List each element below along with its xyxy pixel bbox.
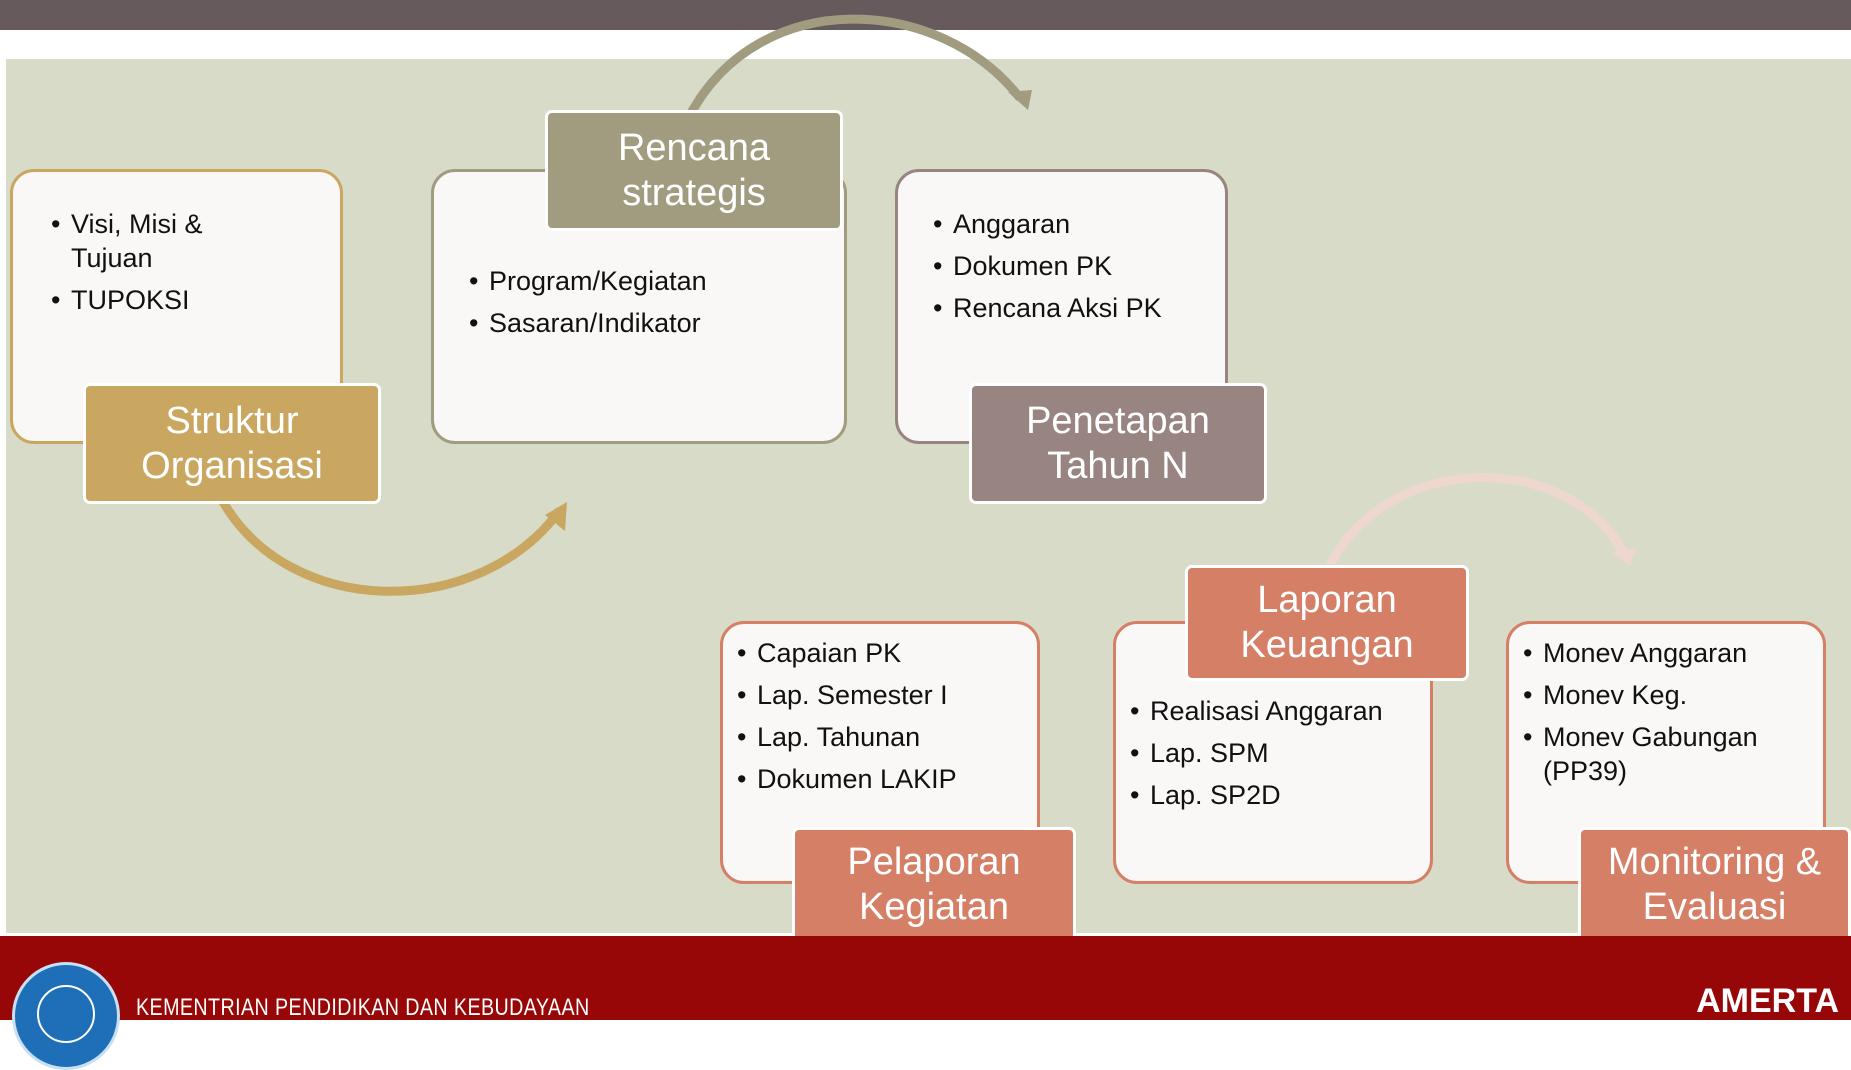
ministry-name: KEMENTRIAN PENDIDIKAN DAN KEBUDAYAAN xyxy=(136,994,590,1021)
step-label-pelaporan-kegiatan: Pelaporan Kegiatan xyxy=(792,827,1076,943)
bullet-item: Visi, Misi & Tujuan xyxy=(51,207,291,275)
top-bar xyxy=(0,0,1851,30)
bullet-item: Capaian PK xyxy=(737,636,1037,670)
step-label-struktur-organisasi: Struktur Organisasi xyxy=(83,383,381,504)
brand-logo-text: AMERTA xyxy=(1696,982,1839,1020)
bullet-item: TUPOKSI xyxy=(51,283,291,317)
arrow-1-to-2-head xyxy=(545,502,567,531)
step-label-laporan-keuangan: Laporan Keuangan xyxy=(1185,565,1469,681)
bullet-item: Rencana Aksi PK xyxy=(933,291,1213,325)
arrow-1-to-2 xyxy=(218,497,564,596)
bullet-item: Monev Gabungan (PP39) xyxy=(1523,720,1823,788)
arrow-5-to-6-head xyxy=(1612,548,1636,566)
bullet-item: Monev Keg. xyxy=(1523,678,1823,712)
bullet-item: Monev Anggaran xyxy=(1523,636,1823,670)
step-label-rencana-strategis: Rencana strategis xyxy=(545,110,843,231)
ministry-seal-icon xyxy=(12,962,120,1070)
arrow-5-to-6 xyxy=(1326,473,1629,568)
bullet-item: Dokumen LAKIP xyxy=(737,762,1037,796)
arrow-2-to-3 xyxy=(686,14,1024,118)
step-card-penetapan-tahun-n: Anggaran Dokumen PK Rencana Aksi PK xyxy=(895,169,1228,444)
bullet-item: Lap. SP2D xyxy=(1130,778,1420,812)
bullet-item: Lap. Semester I xyxy=(737,678,1037,712)
bullet-item: Lap. SPM xyxy=(1130,736,1420,770)
step-label-monitoring-evaluasi: Monitoring & Evaluasi xyxy=(1578,827,1851,943)
bullet-item: Program/Kegiatan xyxy=(469,264,829,298)
step-label-penetapan-tahun-n: Penetapan Tahun N xyxy=(969,383,1267,504)
bullet-item: Dokumen PK xyxy=(933,249,1213,283)
bullet-item: Sasaran/Indikator xyxy=(469,306,829,340)
footer-bar: KEMENTRIAN PENDIDIKAN DAN KEBUDAYAAN AME… xyxy=(0,936,1851,1070)
bullet-item: Lap. Tahunan xyxy=(737,720,1037,754)
bullet-item: Realisasi Anggaran xyxy=(1130,694,1420,728)
bullet-item: Anggaran xyxy=(933,207,1213,241)
arrow-2-to-3-head xyxy=(1008,90,1032,110)
